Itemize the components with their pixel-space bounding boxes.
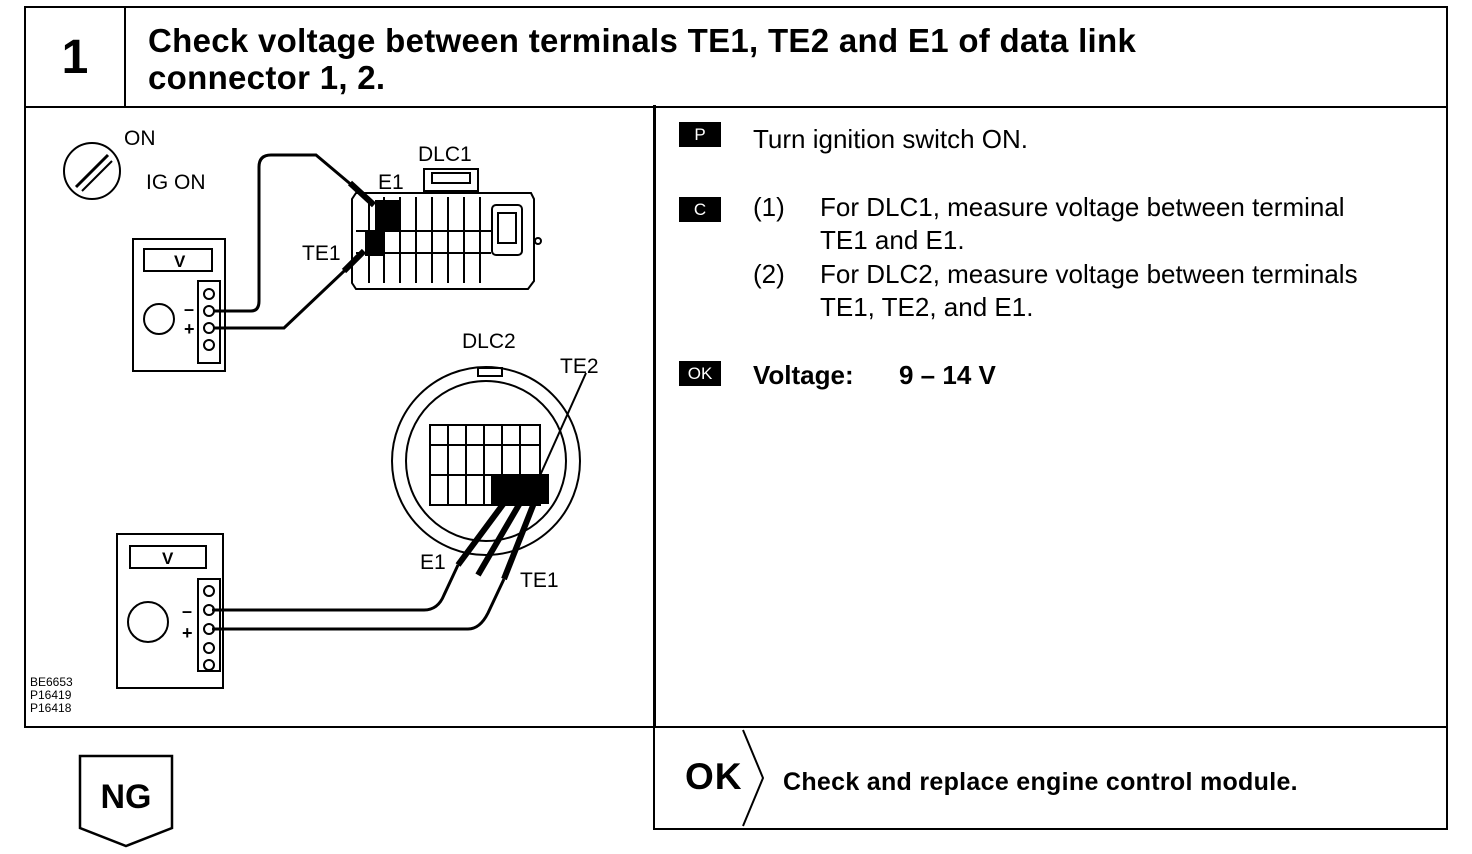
step-title: Check voltage between terminals TE1, TE2…	[148, 22, 1298, 96]
step-title-line1: Check voltage between terminals TE1, TE2…	[148, 22, 1137, 59]
p-text: Turn ignition switch ON.	[753, 124, 1029, 154]
ok-result-label: OK	[685, 756, 743, 797]
ref-code-1: BE6653	[30, 675, 73, 689]
step-title-line2: connector 1, 2.	[148, 59, 386, 96]
p-tag: P	[679, 122, 721, 147]
wiring-diagram: ON IG ON DLC1 E1 TE1 V – + DLC2 TE2 E1 T…	[30, 127, 599, 715]
meter-bottom-plus: +	[182, 623, 193, 643]
voltage-value: 9 – 14 V	[899, 360, 996, 390]
dlc1-connector-icon	[341, 168, 542, 290]
ref-code-3: P16418	[30, 701, 72, 715]
c2-line1: For DLC2, measure voltage between termin…	[820, 259, 1358, 289]
ok-chevron-icon	[742, 729, 765, 827]
voltage-label: Voltage:	[753, 360, 854, 390]
voltmeter-bottom-icon	[116, 533, 224, 689]
meter-top-plus: +	[184, 319, 195, 339]
voltmeter-top-icon	[132, 238, 226, 372]
step-header: 1 Check voltage between terminals TE1, T…	[24, 6, 1448, 108]
meter-top-v-label: V	[174, 252, 186, 271]
instructions-panel: P Turn ignition switch ON. C (1) For DLC…	[653, 105, 1448, 728]
dlc2-label: DLC2	[462, 330, 516, 353]
dlc2-te2-label: TE2	[560, 355, 599, 378]
dlc1-e1-label: E1	[378, 171, 404, 194]
ok-result-panel: OK Check and replace engine control modu…	[653, 726, 1448, 830]
ng-result-label: NG	[100, 778, 152, 816]
ignition-switch-icon	[63, 142, 121, 200]
step-number: 1	[26, 8, 126, 106]
c2-number: (2)	[753, 259, 785, 289]
c2-line2: TE1, TE2, and E1.	[820, 292, 1034, 322]
diagram-panel: ON IG ON DLC1 E1 TE1 V – + DLC2 TE2 E1 T…	[24, 105, 656, 728]
c-tag: C	[679, 197, 721, 222]
meter-bottom-minus: –	[182, 601, 192, 621]
ng-badge-shape-icon	[78, 754, 174, 848]
c1-number: (1)	[753, 192, 785, 222]
meter-top-minus: –	[184, 299, 194, 319]
ok-tag: OK	[679, 361, 721, 386]
switch-on-label: ON	[124, 127, 156, 150]
c1-line1: For DLC1, measure voltage between termin…	[820, 192, 1345, 222]
switch-ig-on-label: IG ON	[146, 171, 206, 194]
dlc1-te1-label: TE1	[302, 242, 341, 265]
dlc2-e1-label: E1	[420, 551, 446, 574]
ng-result-badge: NG	[78, 754, 174, 848]
ref-code-2: P16419	[30, 688, 72, 702]
meter-bottom-v-label: V	[162, 549, 174, 568]
dlc2-te1-label: TE1	[520, 569, 559, 592]
ok-result-text: Check and replace engine control module.	[783, 768, 1298, 796]
dlc1-label: DLC1	[418, 143, 472, 166]
c1-line2: TE1 and E1.	[820, 225, 965, 255]
